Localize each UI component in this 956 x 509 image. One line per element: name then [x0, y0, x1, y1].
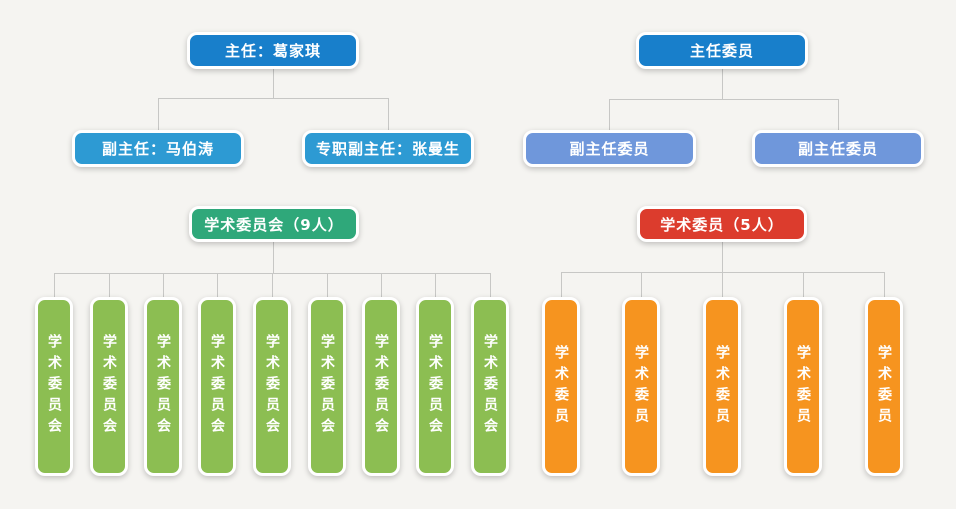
- member-label: 学术委员: [553, 344, 569, 429]
- node-deputy-director: 副主任：马伯涛: [72, 130, 244, 167]
- node-chairman: 主任委员: [636, 32, 808, 69]
- connector: [561, 272, 562, 297]
- connector: [722, 242, 723, 272]
- connector: [609, 99, 610, 130]
- connector: [388, 98, 389, 130]
- node-committee-member: 学术委员会: [362, 297, 400, 476]
- node-committee-member: 学术委员会: [308, 297, 346, 476]
- node-committee-member: 学术委员会: [253, 297, 291, 476]
- node-vice-chairman-2: 副主任委员: [752, 130, 924, 167]
- node-fulltime-deputy-director: 专职副主任：张曼生: [302, 130, 474, 167]
- member-label: 学术委员: [876, 344, 892, 429]
- connector: [803, 272, 804, 297]
- node-committee-member: 学术委员会: [90, 297, 128, 476]
- member-label: 学术委员会: [319, 334, 335, 439]
- member-label: 学术委员会: [101, 334, 117, 439]
- connector: [490, 273, 491, 297]
- node-committee-member: 学术委员会: [35, 297, 73, 476]
- member-label: 学术委员: [633, 344, 649, 429]
- member-label: 学术委员: [714, 344, 730, 429]
- member-label: 学术委员会: [373, 334, 389, 439]
- node-director: 主任：葛家琪: [187, 32, 359, 69]
- connector: [435, 273, 436, 297]
- member-label: 学术委员会: [155, 334, 171, 439]
- connector: [158, 98, 159, 130]
- connector: [327, 273, 328, 297]
- node-academic-member: 学术委员: [622, 297, 660, 476]
- node-academic-member: 学术委员: [865, 297, 903, 476]
- connector: [158, 98, 388, 99]
- connector: [273, 69, 274, 98]
- member-label: 学术委员会: [46, 334, 62, 439]
- node-committee-member: 学术委员会: [198, 297, 236, 476]
- member-label: 学术委员会: [264, 334, 280, 439]
- connector: [838, 99, 839, 130]
- connector: [722, 272, 723, 297]
- connector: [641, 272, 642, 297]
- member-label: 学术委员会: [427, 334, 443, 439]
- node-committee-member: 学术委员会: [416, 297, 454, 476]
- node-academic-member: 学术委员: [542, 297, 580, 476]
- member-label: 学术委员会: [209, 334, 225, 439]
- connector: [272, 273, 273, 297]
- connector: [884, 272, 885, 297]
- member-label: 学术委员: [795, 344, 811, 429]
- node-committee-member: 学术委员会: [471, 297, 509, 476]
- node-committee-member: 学术委员会: [144, 297, 182, 476]
- connector: [54, 273, 55, 297]
- connector: [163, 273, 164, 297]
- node-academic-member: 学术委员: [703, 297, 741, 476]
- connector: [381, 273, 382, 297]
- connector: [722, 69, 723, 99]
- connector: [217, 273, 218, 297]
- node-academic-member: 学术委员: [784, 297, 822, 476]
- connector: [109, 273, 110, 297]
- node-vice-chairman-1: 副主任委员: [523, 130, 696, 167]
- connector: [609, 99, 838, 100]
- node-academic-members-header: 学术委员（5人）: [637, 206, 807, 242]
- node-academic-committee-header: 学术委员会（9人）: [189, 206, 359, 242]
- connector: [273, 242, 274, 273]
- member-label: 学术委员会: [482, 334, 498, 439]
